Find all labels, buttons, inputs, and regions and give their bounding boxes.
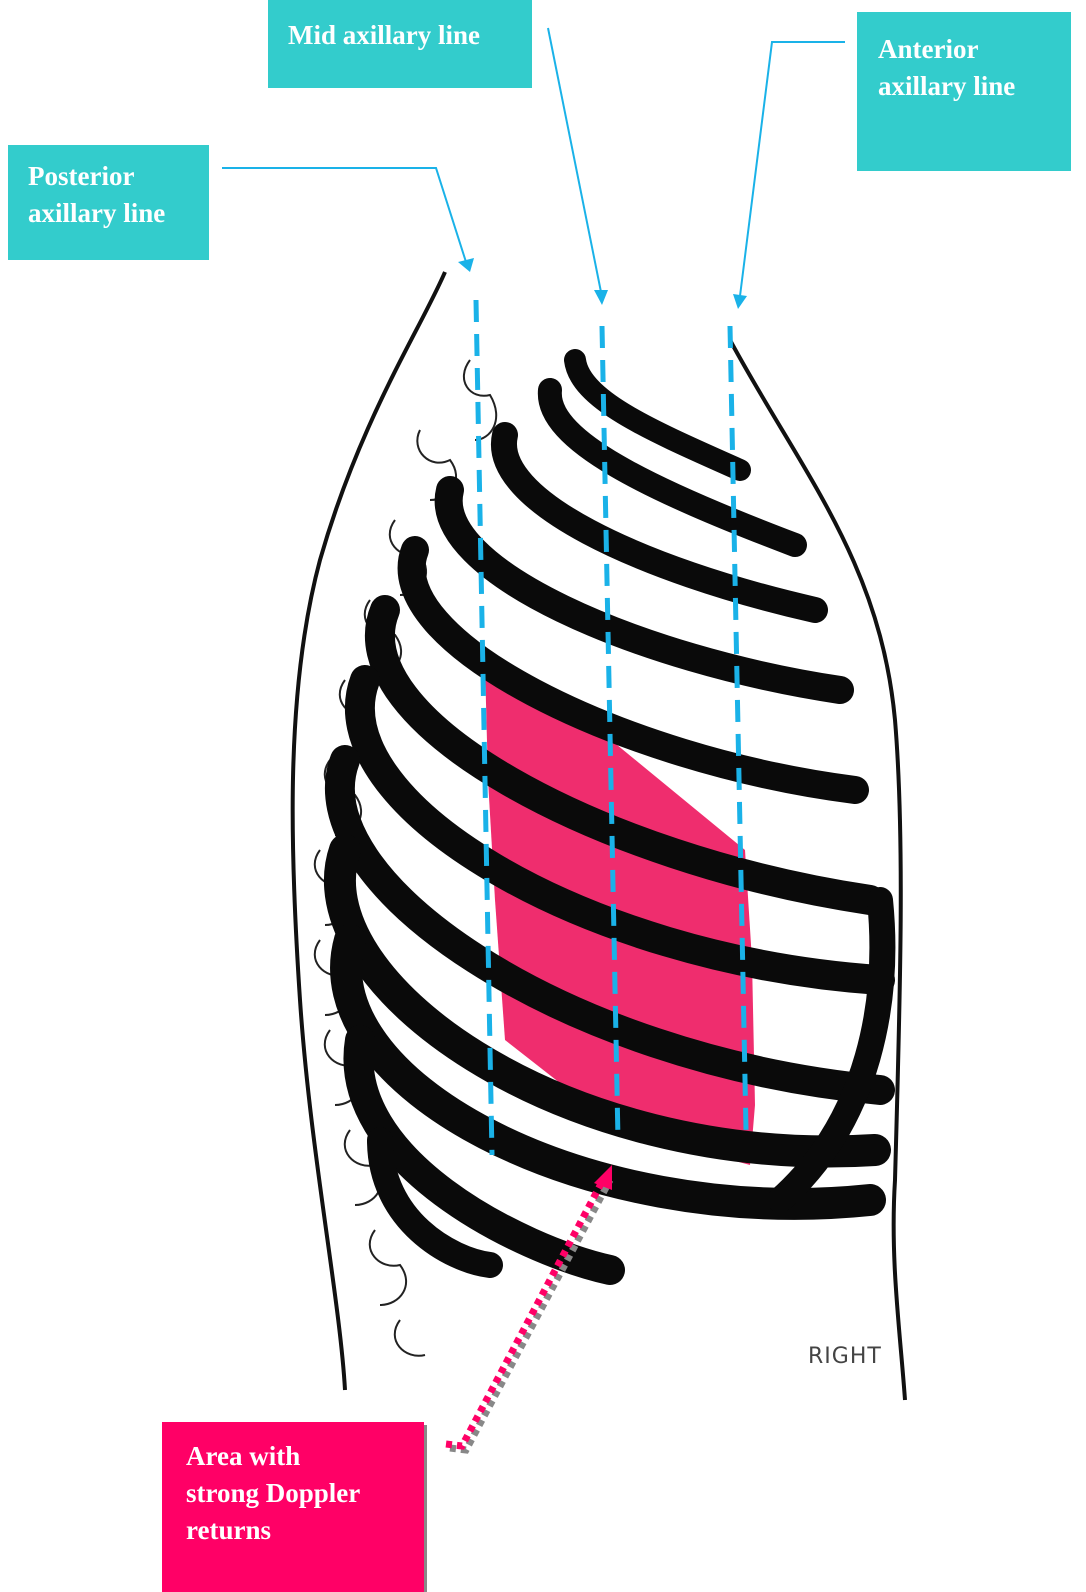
anterior-leader-line xyxy=(740,42,845,296)
mid-label-line-1: Mid axillary line xyxy=(288,17,532,54)
posterior-label-line-1: Posterior xyxy=(28,158,209,195)
anterior-arrowhead xyxy=(733,294,747,309)
doppler-label-line-1: Area with xyxy=(186,1438,424,1475)
posterior-label-line-2: axillary line xyxy=(28,195,209,232)
mid-arrowhead xyxy=(594,290,608,305)
mid-axillary-label: Mid axillary line xyxy=(268,0,532,88)
anterior-label-line-2: axillary line xyxy=(878,68,1071,105)
anterior-label-line-1: Anterior xyxy=(878,31,1071,68)
posterior-axillary-label: Posterior axillary line xyxy=(8,145,209,260)
anterior-axillary-label: Anterior axillary line xyxy=(857,12,1071,171)
mid-leader-line xyxy=(548,28,601,292)
side-caption: RIGHT xyxy=(808,1344,882,1369)
posterior-arrowhead xyxy=(458,258,474,272)
doppler-label-line-2: strong Doppler xyxy=(186,1475,424,1512)
posterior-leader-line xyxy=(222,168,466,262)
doppler-label-line-3: returns xyxy=(186,1512,424,1549)
leader-arrowheads xyxy=(458,258,747,309)
doppler-area-label: Area with strong Doppler returns xyxy=(162,1422,424,1592)
